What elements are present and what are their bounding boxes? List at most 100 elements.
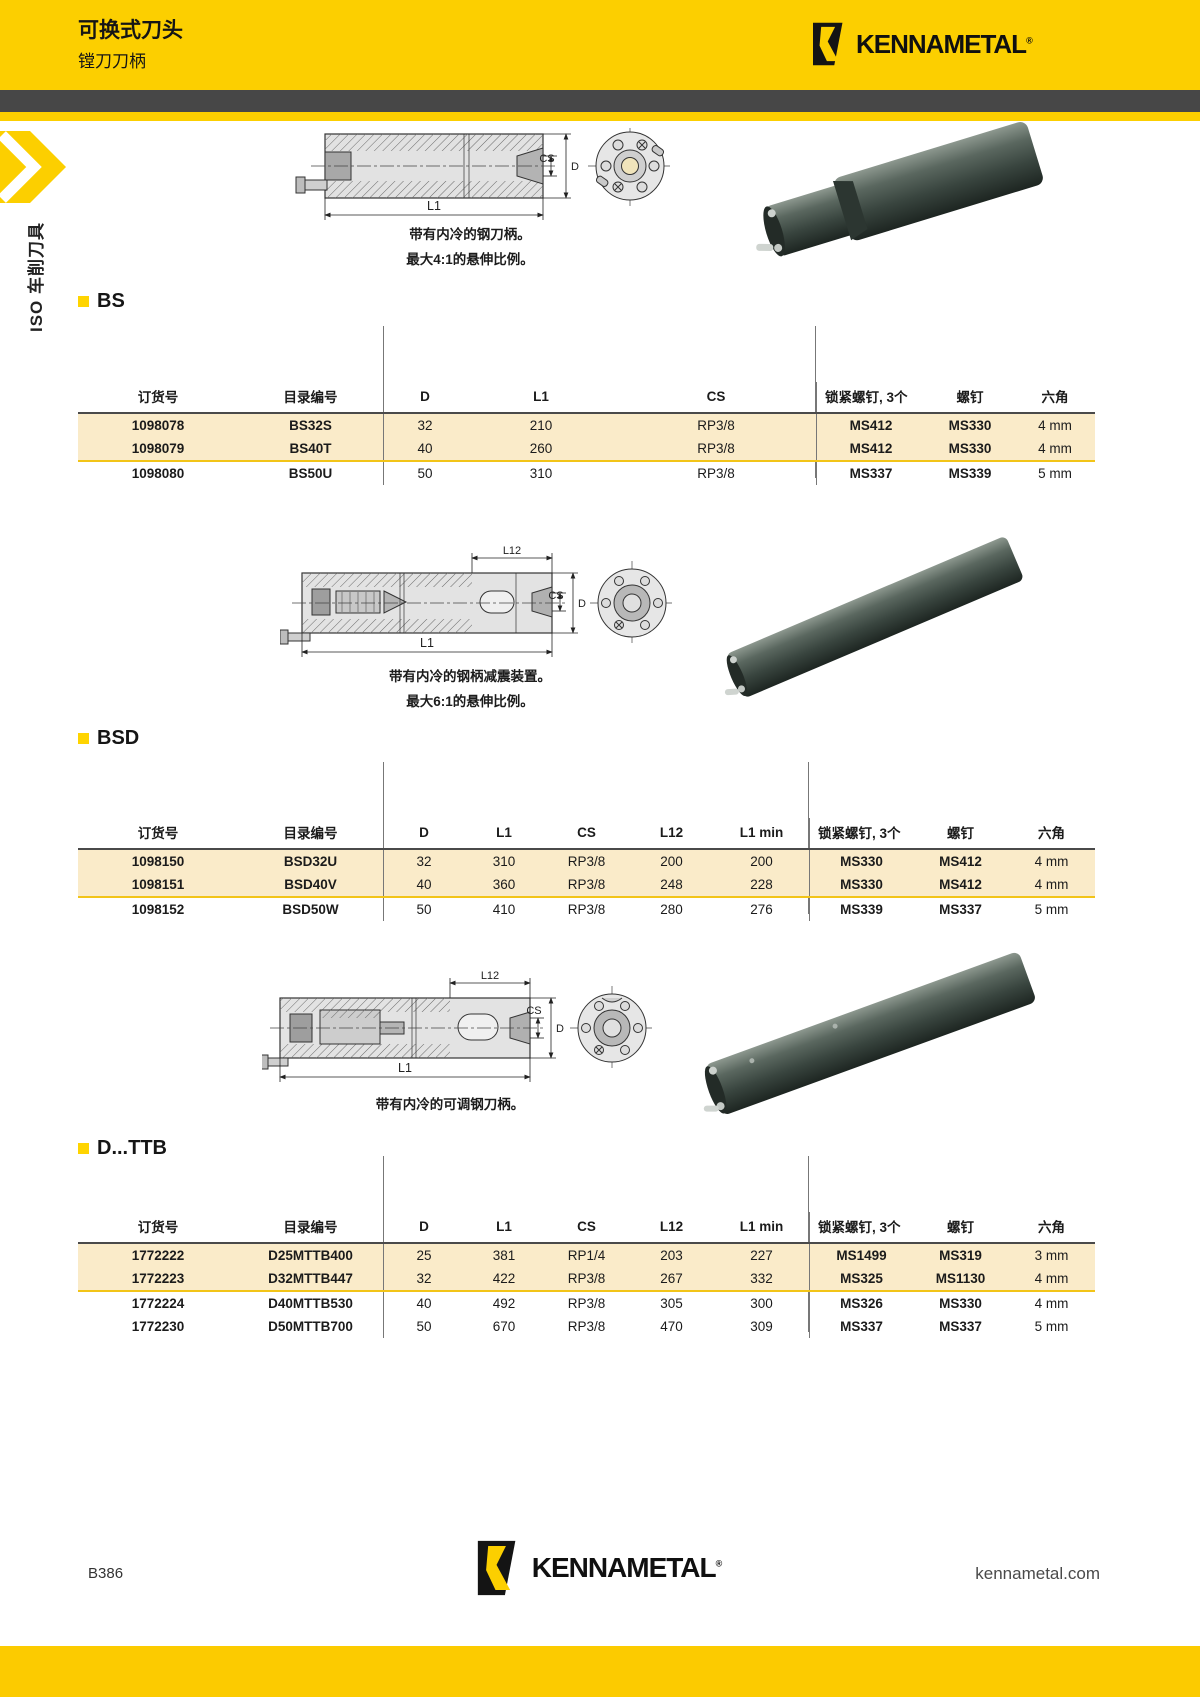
column-header: D [383,382,466,414]
table-cell: 4 mm [1008,1267,1095,1292]
table-cell: MS330 [809,849,913,873]
table-cell: 50 [383,1315,464,1338]
table-cell: 1098150 [78,849,238,873]
column-header: L12 [629,818,714,850]
table-cell: MS337 [809,1315,913,1338]
table-cell: 5 mm [1034,1319,1069,1334]
divider-bar [0,90,1200,112]
column-header: L12 [629,1212,714,1244]
brand-name: KENNAMETAL® [856,29,1033,60]
table-cell: MS330 [809,873,913,898]
table-cell: D32MTTB447 [238,1267,384,1292]
table-cell: 32 [383,849,464,873]
table-cell: MS337 [816,461,925,485]
bullet-square-icon [78,296,89,307]
table-cell: MS339 [948,466,992,481]
section-label-text: D...TTB [97,1137,167,1159]
table-cell: RP1/4 [544,1243,629,1267]
caption-line: 最大6:1的悬伸比例。 [406,694,534,709]
technical-drawing-bs: CS D L1 [295,128,672,220]
table-cell: RP3/8 [567,902,606,917]
section-label-text: BS [97,290,125,312]
table-cell: MS1130 [913,1267,1008,1292]
column-header: CS [544,1212,629,1244]
website-link[interactable]: kennametal.com [975,1564,1100,1583]
column-header: 六角 [1008,818,1095,850]
table-cell: MS412 [816,437,925,462]
table-cell: MS412 [816,413,925,437]
table-cell: MS337 [939,1319,982,1334]
end-view [570,986,654,1070]
product-photo-dttb [703,952,1035,1114]
table-cell: 5 mm [1034,902,1069,917]
column-header: 订货号 [78,1212,238,1244]
column-header: L1 [464,818,544,850]
registered-mark: ® [1026,34,1033,45]
table-cell: 332 [714,1267,810,1292]
page-header: 可换式刀头 镗刀刀柄 KENNAMETAL® [0,0,1200,90]
table-cell: 1098079 [78,437,238,462]
table-cell: 309 [750,1319,773,1334]
table-cell: 50 [383,897,464,921]
column-header: L1 min [714,1212,810,1244]
dimension-label: L12 [481,970,499,982]
table-cell: BSD50W [282,902,339,917]
table-cell: 210 [466,413,616,437]
table-cell: 228 [714,873,810,898]
table-cell: RP3/8 [616,437,817,462]
column-header: 订货号 [78,382,238,414]
table-cell: MS412 [913,873,1008,898]
table-cell: 40 [383,873,464,898]
dimension-label: D [578,598,586,610]
brand-name: KENNAMETAL® [532,1552,723,1584]
table-cell: MS319 [913,1243,1008,1267]
dimension-label: CS [548,590,563,602]
table-cell: MS330 [939,1296,982,1311]
column-header: L1 min [714,818,810,850]
column-header: 目录编号 [238,382,384,414]
column-header: 锁紧螺钉, 3个 [809,818,913,850]
bottom-accent-bar [0,1646,1200,1697]
table-cell: MS337 [939,902,982,917]
footer-brand-logo: KENNAMETAL® [477,1540,723,1596]
column-header: D [383,1212,464,1244]
table-cell: 310 [529,466,553,481]
table-cell: 248 [629,873,714,898]
table-cell: 1098080 [131,466,185,481]
table-cell: BS32S [238,413,384,437]
table-cell: 1098078 [78,413,238,437]
table-cell: 1772230 [131,1319,185,1334]
column-header: 螺钉 [925,382,1015,414]
table-cell: 200 [714,849,810,873]
table-cell: 1772224 [131,1296,185,1311]
table-cell: 4 mm [1034,1296,1069,1311]
table-cell: 381 [464,1243,544,1267]
table-cell: 492 [492,1296,516,1311]
dimension-label: L1 [420,636,434,650]
caption-line: 最大4:1的悬伸比例。 [406,252,534,267]
caption-line: 带有内冷的可调钢刀柄。 [375,1097,525,1112]
table-cell: 670 [492,1319,516,1334]
table-cell: 203 [629,1243,714,1267]
table-cell: BSD40V [238,873,384,898]
table-cell: RP3/8 [567,1296,606,1311]
column-header: CS [544,818,629,850]
table-cell: 200 [629,849,714,873]
table-cell: MS326 [809,1291,913,1315]
table-cell: MS330 [925,437,1015,462]
table-cell: 280 [660,902,683,917]
table-cell: BSD32U [238,849,384,873]
end-view [590,561,674,645]
section-label-dttb: D...TTB [78,1137,167,1160]
product-photo-bsd [724,537,1023,697]
table-cell: MS412 [913,849,1008,873]
